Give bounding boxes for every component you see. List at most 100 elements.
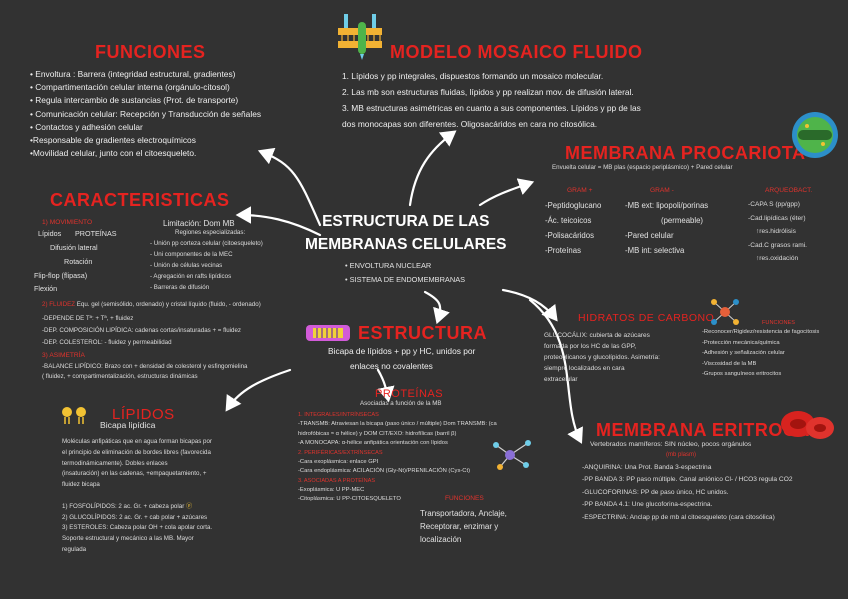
funciones-list: • Envoltura : Barrera (integridad estruc… bbox=[30, 68, 261, 160]
proteinas-funciones-list: Transportadora, Anclaje, Receptorar, enz… bbox=[420, 507, 507, 546]
list-item: - Agregación en rafts lipídicos bbox=[150, 273, 232, 280]
gram-neg-label: GRAM - bbox=[650, 187, 674, 194]
list-item: • Envoltura : Barrera (integridad estruc… bbox=[30, 69, 236, 79]
mosaico-title: MODELO MOSAICO FLUIDO bbox=[390, 42, 643, 62]
central-items: • ENVOLTURA NUCLEAR • SISTEMA DE ENDOMEM… bbox=[345, 259, 465, 287]
list-item: -Citoplásmica: U PP-CITOESQUELETO bbox=[298, 496, 401, 502]
arrow-to-proteinas bbox=[376, 368, 395, 403]
list-item: 3) ESTEROLES: Cabeza polar OH + cola apo… bbox=[62, 524, 213, 532]
arrow-to-lipidos bbox=[225, 368, 292, 412]
archea-list: -CAPA S (pp/gpp) -Cad.lipídicas (éter) ↑… bbox=[748, 198, 807, 266]
lipidos-title: LÍPIDOS bbox=[112, 406, 175, 423]
arrow-to-caracteristicas bbox=[235, 206, 322, 237]
list-item: (insaturación) en las cadenas, +empaquet… bbox=[62, 470, 207, 478]
hc-funciones-label: FUNCIONES bbox=[762, 320, 795, 326]
limitacion-list: - Unión pp corteza celular (citoesquelet… bbox=[150, 238, 263, 293]
asimetria-list: -BALANCE LIPÍDICO: Brazo con + densidad … bbox=[42, 362, 248, 382]
list-item: Transportadora, Anclaje, bbox=[420, 509, 507, 518]
movement-diffusion: Difusión lateral bbox=[50, 243, 98, 252]
polar-head-icon: ⓟ bbox=[186, 502, 193, 510]
gram-neg-list: -MB ext: lipopoli/porinas (permeable) -P… bbox=[625, 198, 708, 258]
movement-rotation: Rotación bbox=[64, 257, 93, 266]
proteinas-subtitle: Asociadas a función de la MB bbox=[360, 400, 442, 407]
hc-list: GLUCOCÁLIX: cubierta de azúcares formada… bbox=[544, 330, 660, 385]
proteinas-block: 1. INTEGRALES/INTRÍNSECAS -TRANSMB: Atra… bbox=[298, 411, 497, 505]
hc-title: HIDRATOS DE CARBONO bbox=[578, 312, 715, 324]
proteinas-title: PROTEÍNAS bbox=[375, 388, 444, 400]
list-item: -A MONOCAPA: α-hélice anfipática orienta… bbox=[298, 440, 448, 446]
list-item: 2. Las mb son estructuras fluidas, lípid… bbox=[342, 87, 634, 97]
list-item: 1) FOSFOLÍPIDOS: 2 ac. Gr. + cabeza pola… bbox=[62, 502, 193, 510]
list-item: -BALANCE LIPÍDICO: Brazo con + densidad … bbox=[42, 363, 248, 370]
membrane-bilayer-icon bbox=[338, 14, 382, 60]
list-item: hidrofóbicas ≈ α hélice) y DOM CIT/EXO: … bbox=[298, 430, 457, 437]
central-title-line-2: MEMBRANAS CELULARES bbox=[305, 236, 507, 253]
integrales-label: 1. INTEGRALES/INTRÍNSECAS bbox=[298, 412, 379, 418]
arrow-to-procariota bbox=[478, 178, 535, 207]
arrow-to-funciones bbox=[257, 147, 322, 227]
movimiento-label: 1) MOVIMIENTO bbox=[42, 219, 93, 226]
eritrocito-sub2: (mb plasm) bbox=[666, 452, 697, 458]
list-item: -TRANSMB: Atraviesan la bicapa (paso úni… bbox=[298, 421, 497, 427]
arrow-to-eritrocito bbox=[528, 298, 583, 444]
arrow-to-estructura bbox=[423, 290, 450, 325]
mosaico-list: 1. Lípidos y pp integrales, dispuestos f… bbox=[342, 68, 641, 132]
list-item: -Ác. teicoicos bbox=[545, 216, 592, 225]
hc-funciones-list: -Reconocer/Rigidez/resistencia de fagoci… bbox=[702, 327, 819, 380]
list-item: • Compartimentación celular interna (org… bbox=[30, 82, 230, 93]
eritrocito-sub1: Vertebrados mamíferos: SIN núcleo, pocos… bbox=[590, 441, 752, 448]
limitacion-title: Limitación: Dom MB bbox=[163, 219, 235, 228]
list-item: -MB int: selectiva bbox=[625, 246, 685, 255]
list-item: •Movilidad celular, junto con el citoesq… bbox=[30, 148, 197, 159]
caracteristicas-title: CARACTERISTICAS bbox=[50, 190, 230, 210]
fluidez-row: 2) FLUIDEZ Equ. gel (semisólido, ordenad… bbox=[42, 300, 261, 309]
list-item: -Cara endoplásmica: ACILACIÓN (Gly-Nt)/P… bbox=[298, 468, 471, 474]
central-item: • ENVOLTURA NUCLEAR bbox=[345, 261, 432, 270]
list-item: 3. MB estructuras asimétricas en cuanto … bbox=[342, 103, 641, 113]
carbohydrate-icon bbox=[711, 299, 739, 325]
list-item: Moléculas anfipáticas que en agua forman… bbox=[62, 438, 212, 445]
list-item: -PP BANDA 4.1: Une glucoforina-espectrin… bbox=[582, 501, 713, 509]
list-item: dos monocapas son diferentes. Oligosacár… bbox=[342, 119, 598, 129]
list-item: -Reconocer/Rigidez/resistencia de fagoci… bbox=[702, 329, 820, 335]
list-item: • Contactos y adhesión celular bbox=[30, 121, 143, 132]
list-item: extracelular bbox=[544, 376, 578, 383]
list-item: -Viscosidad de la MB bbox=[702, 360, 757, 367]
list-item: -ESPECTRINA: Anclap pp de mb al citoesqu… bbox=[582, 513, 775, 521]
movement-flipflop: Flip-flop (flipasa) bbox=[34, 271, 88, 280]
list-item: siempre localizados en cara bbox=[544, 365, 625, 372]
asimetria-label: 3) ASIMETRÍA bbox=[42, 352, 85, 359]
list-item: -Cara exoplásmica: enlace GPI bbox=[298, 458, 379, 465]
lipidos-subtitle: Bicapa lipídica bbox=[100, 420, 156, 430]
membrane-segment-icon bbox=[306, 325, 350, 341]
list-item: Receptorar, enzimar y bbox=[420, 522, 499, 531]
list-item: -Polisacáridos bbox=[545, 231, 594, 240]
list-item: - Unión de células vecinas bbox=[150, 262, 223, 269]
list-item: • Comunicación celular: Recepción y Tran… bbox=[30, 108, 262, 119]
list-item: GLUCOCÁLIX: cubierta de azúcares bbox=[544, 332, 650, 339]
fluidez-text: Equ. gel (semisólido, ordenado) y crista… bbox=[76, 301, 261, 308]
list-item: - Uni componentes de la MEC bbox=[150, 251, 233, 258]
list-item: •Responsable de gradientes electroquímic… bbox=[30, 135, 196, 146]
list-item: -CAPA S (pp/gpp) bbox=[748, 201, 800, 208]
red-blood-cell-icon bbox=[781, 411, 834, 439]
central-title-line-1: ESTRUCTURA DE LAS bbox=[322, 213, 490, 230]
proteinas-funciones-label: FUNCIONES bbox=[445, 495, 484, 502]
list-item: regulada bbox=[62, 545, 87, 553]
list-item: -ANQUIRINA: Una Prot. Banda 3-espectrina bbox=[582, 464, 712, 471]
movement-flexion: Flexión bbox=[34, 284, 58, 293]
gram-pos-label: GRAM + bbox=[567, 187, 593, 194]
list-item: fluidez bicapa bbox=[62, 481, 100, 489]
list-item: -Grupos sanguíneos eritrocitos bbox=[702, 371, 782, 377]
perifericas-label: 2. PERIFÉRICAS/EXTRÍNSECAS bbox=[298, 449, 383, 456]
list-item: -Peptidoglucano bbox=[545, 201, 602, 210]
list-item: -PP BANDA 3: PP paso múltiple. Canal ani… bbox=[582, 476, 793, 484]
list-item: - Unión pp corteza celular (citoesquelet… bbox=[150, 240, 263, 247]
fluidez-label: 2) FLUIDEZ bbox=[42, 301, 76, 308]
list-item: -Adhesión y señalización celular bbox=[702, 350, 785, 356]
list-item: -MB ext: lipopoli/porinas bbox=[625, 201, 709, 210]
list-item: -Protección mecánica/química bbox=[702, 339, 780, 346]
list-item: ( fluidez, + compartimentalización, estr… bbox=[42, 373, 198, 380]
estructura-description: Bicapa de lípidos + pp y HC, unidos por … bbox=[328, 344, 475, 374]
list-item: 1. Lípidos y pp integrales, dispuestos f… bbox=[342, 71, 604, 81]
